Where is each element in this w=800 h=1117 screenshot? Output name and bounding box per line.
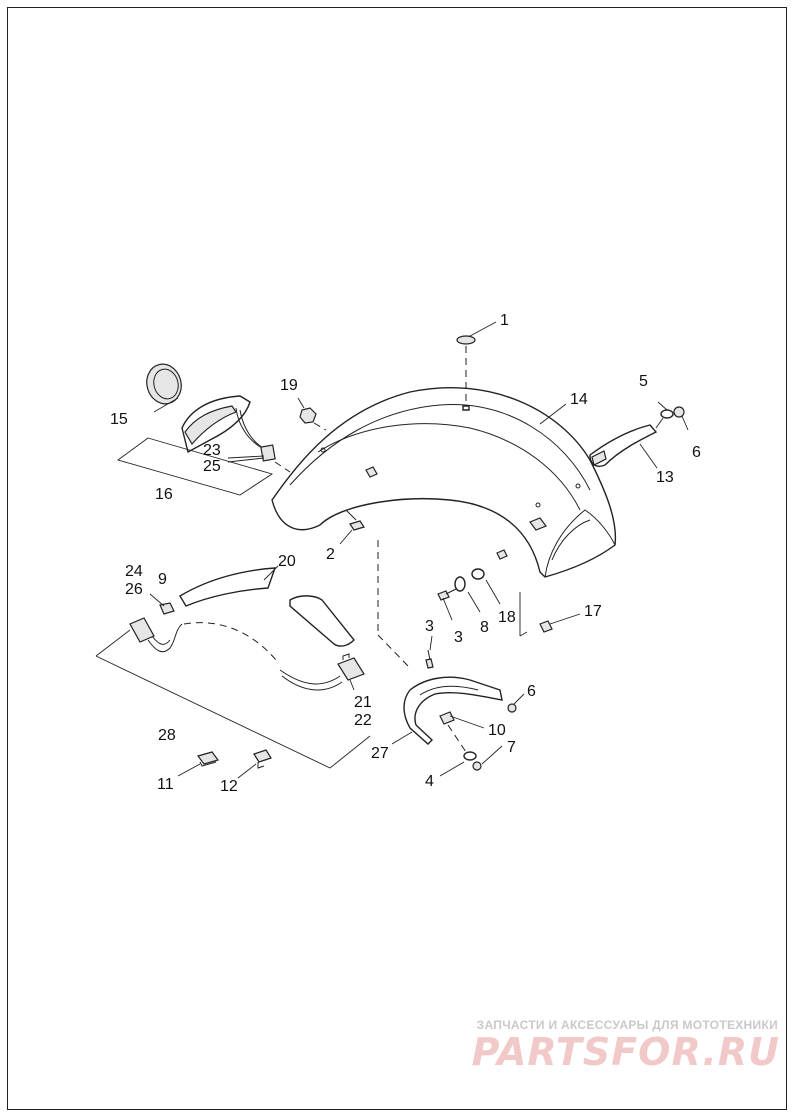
watermark-logo: PARTSFOR.RU xyxy=(471,1030,780,1074)
callout-23: 23 xyxy=(203,442,221,459)
callout-18: 18 xyxy=(498,609,516,626)
bracket-13 xyxy=(589,406,685,467)
trim-strip-20 xyxy=(179,567,355,647)
lamp-lens-15 xyxy=(146,363,182,405)
callout-6b: 6 xyxy=(527,683,536,700)
callout-3b: 3 xyxy=(425,618,434,635)
callout-3a: 3 xyxy=(454,629,463,646)
nut-19 xyxy=(299,407,327,431)
watermark-tagline: ЗАПЧАСТИ И АКСЕССУАРЫ ДЛЯ МОТОТЕХНИКИ xyxy=(476,1018,778,1032)
callout-14: 14 xyxy=(570,391,588,408)
callout-19: 19 xyxy=(280,377,298,394)
callout-17: 17 xyxy=(584,603,602,620)
fender-plug xyxy=(456,335,476,411)
callout-21: 21 xyxy=(354,694,372,711)
callout-16: 16 xyxy=(155,486,173,503)
tail-lamp-assembly xyxy=(181,395,291,473)
callout-labels: 1 14 5 6 13 19 15 23 25 16 2 20 24 9 26 … xyxy=(110,312,701,795)
callout-28: 28 xyxy=(158,727,176,744)
callout-7: 7 xyxy=(507,739,516,756)
callout-11: 11 xyxy=(157,776,174,793)
callout-8: 8 xyxy=(480,619,489,636)
callout-13: 13 xyxy=(656,469,674,486)
callout-15: 15 xyxy=(110,411,128,428)
wiring-harness xyxy=(129,602,365,691)
mount-hardware xyxy=(437,568,553,637)
support-bracket-27 xyxy=(403,649,517,771)
callout-6a: 6 xyxy=(692,444,701,461)
callout-24: 24 xyxy=(125,563,143,580)
leader-lines xyxy=(149,321,689,779)
callout-9: 9 xyxy=(158,571,167,588)
screw-2 xyxy=(345,509,411,669)
rear-fender xyxy=(271,387,617,578)
connector-11 xyxy=(196,751,220,767)
callout-27: 27 xyxy=(371,745,389,762)
callout-22: 22 xyxy=(354,712,372,729)
callout-25: 25 xyxy=(203,458,221,475)
callout-5: 5 xyxy=(639,373,648,390)
callout-26: 26 xyxy=(125,581,143,598)
callout-1: 1 xyxy=(500,312,509,329)
drawing-frame xyxy=(7,7,787,1110)
callout-20: 20 xyxy=(278,553,296,570)
connector-12 xyxy=(253,749,272,769)
callout-2: 2 xyxy=(326,546,335,563)
callout-10: 10 xyxy=(488,722,506,739)
callout-12: 12 xyxy=(220,778,238,795)
callout-4: 4 xyxy=(425,773,434,790)
